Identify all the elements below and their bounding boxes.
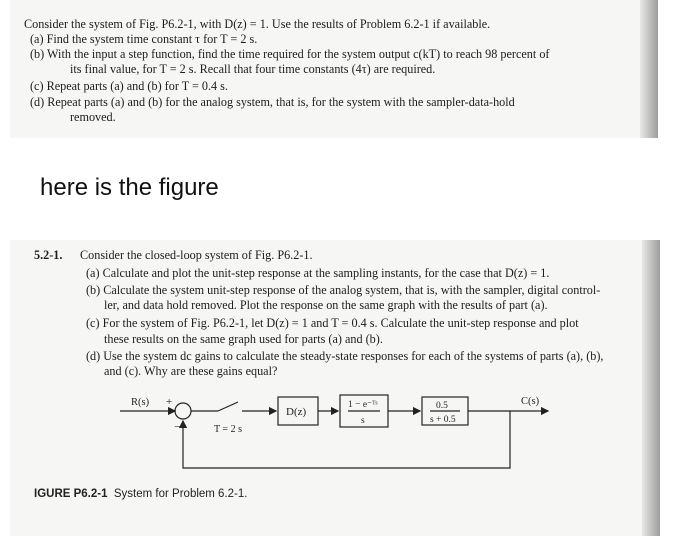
figure-photo: [10, 240, 660, 536]
part-a: (a) Find the system time constant τ for …: [30, 32, 258, 46]
plus-sign: +: [166, 396, 172, 408]
sampler-label: T = 2 s: [214, 424, 242, 435]
page-edge-shadow: [642, 240, 660, 536]
figure-heading: here is the figure: [40, 174, 219, 201]
part-b-line2: its final value, for T = 2 s. Recall tha…: [70, 62, 436, 76]
hold-denominator: s: [361, 416, 365, 426]
output-label: C(s): [521, 396, 540, 407]
controller-label: D(z): [286, 406, 306, 418]
sampler-switch: [217, 401, 239, 412]
problem-part-b-line1: (b) Calculate the system unit-step respo…: [86, 283, 601, 297]
hold-numerator: 1 − e⁻ᵀˢ: [348, 400, 378, 410]
problem-part-d-line1: (d) Use the system dc gains to calculate…: [86, 349, 604, 363]
page-edge-shadow: [640, 0, 658, 138]
part-d-line2: removed.: [70, 110, 116, 124]
problem-part-b-line2: ler, and data hold removed. Plot the res…: [104, 298, 548, 312]
problem-number: 5.2-1.: [34, 248, 63, 262]
problem-intro: Consider the system of Fig. P6.2-1, with…: [24, 17, 491, 31]
figure-caption: IGURE P6.2-1 System for Problem 6.2-1.: [34, 488, 247, 500]
input-label: R(s): [131, 397, 150, 408]
feedback-path: [178, 411, 511, 469]
problem-part-c-line1: (c) For the system of Fig. P6.2-1, let D…: [86, 316, 579, 330]
figure-caption-label: IGURE P6.2-1: [34, 488, 108, 500]
plant-numerator: 0.5: [436, 401, 448, 411]
problem-part-c-line2: these results on the same graph used for…: [104, 332, 383, 346]
problem-intro-2: Consider the closed-loop system of Fig. …: [80, 248, 313, 262]
figure-caption-text: System for Problem 6.2-1.: [113, 488, 248, 500]
part-b-line1: (b) With the input a step function, find…: [30, 47, 550, 61]
part-d-line1: (d) Repeat parts (a) and (b) for the ana…: [30, 95, 515, 109]
plant-denominator: s + 0.5: [430, 415, 456, 425]
problem-text-photo: [10, 0, 658, 138]
minus-sign: −: [174, 421, 180, 433]
summing-junction: [174, 402, 192, 420]
problem-part-d-line2: and (c). Why are these gains equal?: [104, 364, 278, 378]
part-c: (c) Repeat parts (a) and (b) for T = 0.4…: [30, 79, 228, 93]
problem-part-a: (a) Calculate and plot the unit-step res…: [86, 266, 550, 280]
